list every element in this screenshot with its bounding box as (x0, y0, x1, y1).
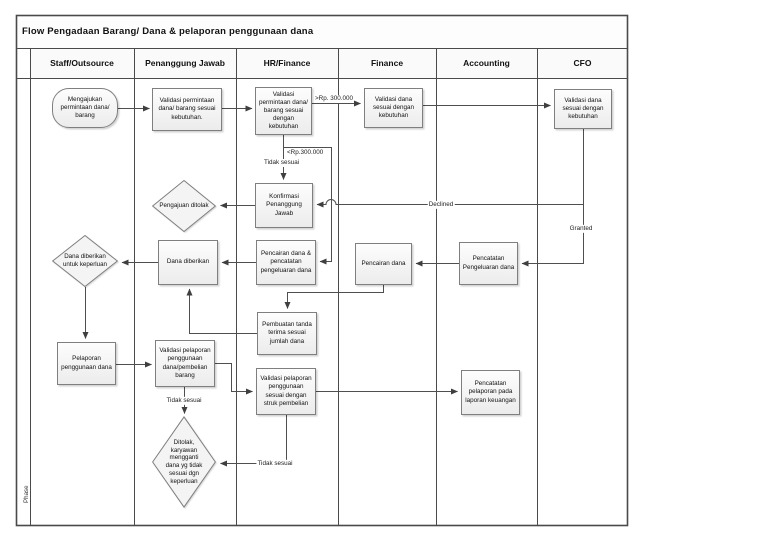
edge-label-granted: Granted (568, 224, 594, 234)
lane-header-accounting: Accounting (463, 58, 510, 68)
node-validasi-pelaporan-pj: Validasi pelaporan penggunaan dana/pembe… (155, 340, 215, 387)
edge-pencairandana-to-tandaterima (284, 285, 384, 309)
phase-label: Phase (23, 485, 30, 503)
diamond-label: Pengajuan ditolak (159, 202, 209, 210)
edge-label-gt-300k: >Rp. 300.000 (314, 95, 354, 104)
node-validasi-dana-cfo: Validasi dana sesuai dengan kebutuhan (554, 89, 612, 129)
lane-header-staff-outsource: Staff/Outsource (50, 58, 114, 68)
diagram-title: Flow Pengadaan Barang/ Dana & pelaporan … (22, 26, 314, 37)
node-pencatatan-pengeluaran: Pencatatan Pengeluaran dana (459, 242, 518, 285)
edge-tandaterima-to-danadiberikan (186, 288, 257, 334)
node-pencairan-dana: Pencairan dana (355, 243, 412, 285)
node-validasi-dana-finance: Validasi dana sesuai dengan kebutuhan (364, 88, 423, 128)
node-dana-untuk-keperluan: Dana diberikan untuk keperluan (52, 235, 118, 287)
node-pencatatan-pelaporan: Pencatatan pelaporan pada laporan keuang… (461, 370, 520, 415)
diamond-shape (152, 416, 216, 508)
lane-header-finance: Finance (370, 58, 404, 68)
node-validasi-permintaan-pj: Validasi permintaan dana/ barang sesuai … (152, 88, 222, 131)
edge-label-lt-300k: <Rp.300.000 (286, 149, 325, 158)
edge-label-declined: Declined (427, 200, 455, 210)
diamond-label: Dana diberikan untuk keperluan (62, 253, 108, 268)
edge-label-tidak-sesuai-3: Tidak sesuai (256, 459, 294, 469)
node-pengajuan-ditolak: Pengajuan ditolak (152, 180, 216, 232)
lane-header-cfo: CFO (573, 58, 592, 68)
node-pencairan-pencatatan: Pencairan dana & pencatatan pengeluaran … (256, 240, 316, 285)
edge-label-tidak-sesuai-2: Tidak sesuai (165, 396, 203, 406)
lane-header-hr-finance: HR/Finance (263, 58, 311, 68)
node-pembuatan-tanda-terima: Pembuatan tanda terima sesuai jumlah dan… (257, 312, 317, 355)
edge-cfo-granted-to-pencatatan (521, 129, 584, 267)
node-pelaporan-penggunaan: Pelaporan penggunaan dana (57, 342, 116, 385)
node-ditolak-karyawan: Ditolak, karyawan mengganti dana yg tida… (152, 416, 216, 508)
edge-label-tidak-sesuai-1: Tidak sesuai (263, 159, 301, 168)
node-dana-diberikan: Dana diberikan (158, 240, 218, 285)
node-mengajukan-permintaan: Mengajukan permintaan dana/ barang (52, 88, 118, 128)
lane-header-penanggung-jawab: Penanggung Jawab (145, 58, 225, 68)
node-validasi-permintaan-hr: Validasi permintaan dana/ barang sesuai … (255, 87, 312, 135)
diamond-label: Ditolak, karyawan mengganti dana yg tida… (165, 438, 203, 485)
node-konfirmasi-penanggung-jawab: Konfirmasi Penanggung Jawab (255, 183, 313, 228)
edge-validasipj-to-validasihr (215, 363, 253, 395)
edge-validasihr-to-ditolak (220, 415, 287, 467)
node-validasi-pelaporan-hr: Validasi pelaporan penggunaan sesuai den… (256, 368, 316, 415)
diamond-shape (52, 235, 118, 287)
diamond-shape (152, 180, 216, 232)
